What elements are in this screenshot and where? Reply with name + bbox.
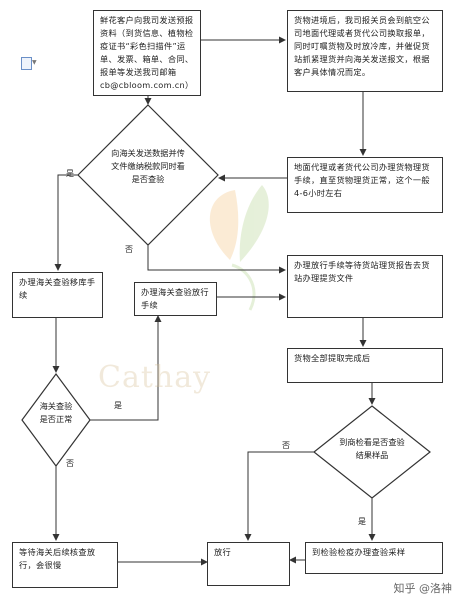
step-all-cargo-picked-up: 货物全部提取完成后 xyxy=(287,348,443,383)
label-yes-quarantine: 是 xyxy=(358,517,366,526)
diamond-text-quarantine-sample: 到商检看是否查验结果样品 xyxy=(339,437,405,460)
step-quarantine-sampling: 到检验检疫办理查验采样 xyxy=(305,542,443,574)
arrows xyxy=(52,36,376,566)
step-customs-inspection-transfer: 办理海关查验移库手续 xyxy=(12,272,103,318)
step-release: 放行 xyxy=(207,542,290,586)
step-exchange-airway-docs: 货物进境后，我司报关员会到航空公司地面代理或者货代公司换取报单，同时叮嘱货物及时… xyxy=(287,10,443,92)
step-customs-inspection-release: 办理海关查验放行手续 xyxy=(134,282,217,316)
label-no-customs: 否 xyxy=(125,245,133,254)
label-yes-inspection: 是 xyxy=(114,401,122,410)
watermark-text: Cathay xyxy=(98,360,212,395)
chevron-down-icon: ▼ xyxy=(32,59,37,66)
author-credit: 知乎 @洛神 xyxy=(393,582,453,595)
step-cargo-tally: 地面代理或者货代公司办理货物理货手续，直至货物理货正常，这个一般4-6小时左右 xyxy=(287,157,443,213)
label-no-quarantine: 否 xyxy=(282,441,290,450)
watermark-logo xyxy=(209,185,269,311)
step-customer-submit-docs: 鲜花客户向我司发送预报资料（到货信息、植物检疫证书“彩色扫描件”运单、发票、箱单… xyxy=(93,10,201,96)
diamond-text-inspection-normal: 海关查验是否正常 xyxy=(39,401,73,424)
step-release-pickup-docs: 办理放行手续等待货站理货报告去货站办理提货文件 xyxy=(287,255,443,318)
document-icon xyxy=(21,57,32,70)
diamond-text-customs-check: 向海关发送数据并传文件缴纳税款同时看是否查验 xyxy=(111,148,185,184)
label-no-inspection: 否 xyxy=(66,459,74,468)
step-wait-customs-review: 等待海关后续核查放行，会很慢 xyxy=(12,542,118,588)
label-yes-customs: 是 xyxy=(66,169,74,178)
